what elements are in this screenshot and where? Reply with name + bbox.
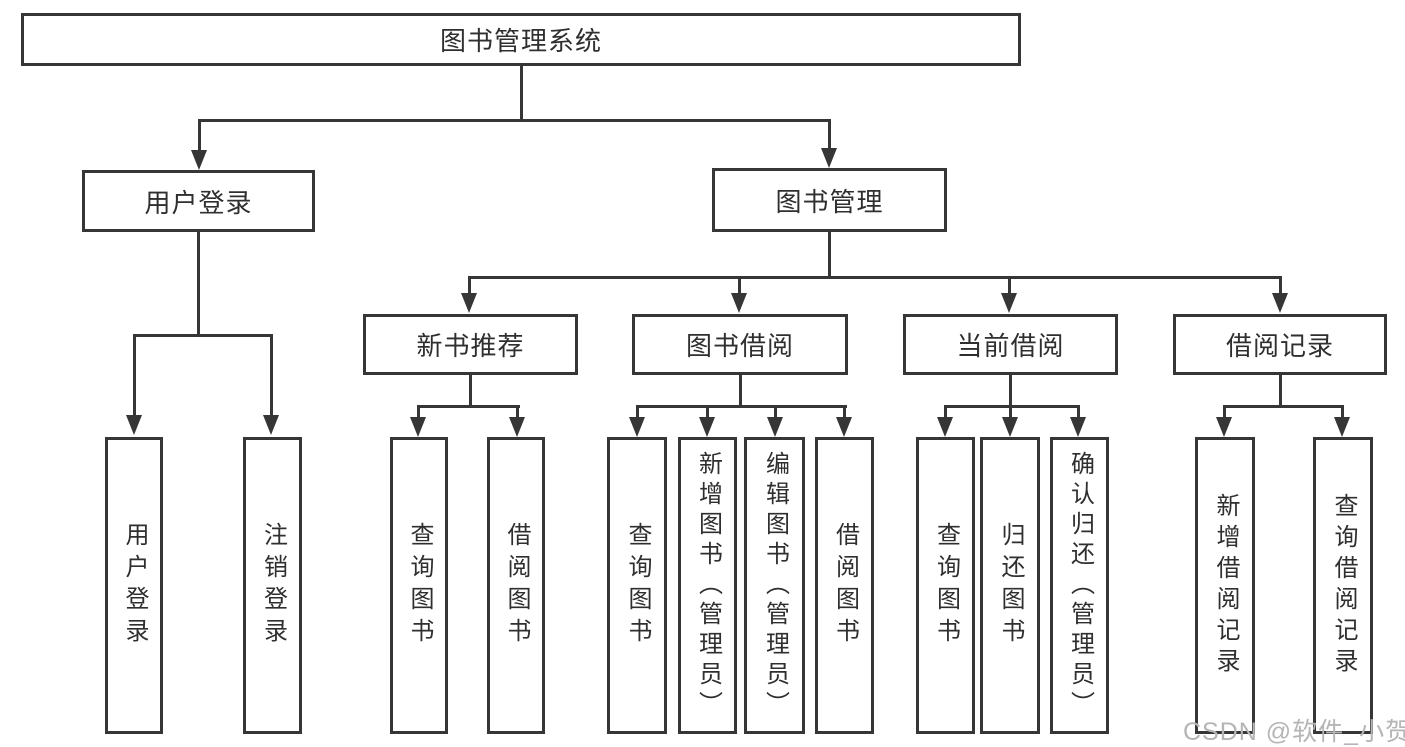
- connector-line: [739, 375, 742, 408]
- connector-line: [197, 232, 200, 337]
- leaf-label: 新增借阅记录: [1212, 492, 1239, 679]
- node-label: 借阅记录: [1225, 331, 1334, 361]
- leaf-user-login: 用户登录: [105, 437, 163, 734]
- node-book-management: 图书管理: [712, 168, 947, 232]
- connector-line: [417, 405, 520, 408]
- leaf-label: 借阅图书: [831, 521, 859, 650]
- connector-line: [828, 232, 831, 278]
- node-root: 图书管理系统: [21, 13, 1021, 66]
- connector-line: [1279, 375, 1282, 408]
- connector-line: [843, 405, 846, 419]
- leaf-label: 用户登录: [121, 521, 148, 650]
- arrowhead-down-icon: [1334, 417, 1350, 437]
- arrowhead-down-icon: [1216, 417, 1232, 437]
- node-new-book-recommend: 新书推荐: [363, 314, 578, 375]
- leaf-label: 确认归还（管理员）: [1066, 450, 1094, 721]
- connector-line: [1341, 405, 1344, 419]
- node-user-login: 用户登录: [82, 170, 315, 232]
- arrowhead-down-icon: [1272, 293, 1288, 313]
- arrowhead-down-icon: [1001, 293, 1017, 313]
- arrowhead-down-icon: [126, 415, 142, 435]
- node-label: 当前借阅: [956, 331, 1065, 361]
- leaf-borrow-books-1: 借阅图书: [487, 437, 545, 734]
- connector-line: [738, 276, 741, 295]
- node-root-label: 图书管理系统: [439, 26, 602, 56]
- connector-line: [1077, 405, 1080, 419]
- leaf-label: 新增图书（管理员）: [694, 450, 722, 721]
- leaf-confirm-return-admin: 确认归还（管理员）: [1050, 437, 1109, 734]
- leaf-label: 编辑图书（管理员）: [761, 450, 789, 721]
- leaf-label: 查询图书: [624, 521, 651, 650]
- leaf-label: 查询图书: [406, 521, 433, 650]
- connector-line: [774, 405, 777, 419]
- arrowhead-down-icon: [509, 417, 525, 437]
- connector-line: [469, 375, 472, 408]
- node-borrow-records: 借阅记录: [1173, 314, 1387, 375]
- leaf-borrow-books-2: 借阅图书: [815, 437, 874, 734]
- arrowhead-down-icon: [937, 417, 953, 437]
- leaf-add-books-admin: 新增图书（管理员）: [678, 437, 737, 734]
- arrowhead-down-icon: [461, 293, 477, 313]
- connector-line: [944, 405, 1080, 408]
- arrowhead-down-icon: [821, 148, 837, 168]
- leaf-label: 借阅图书: [503, 521, 530, 650]
- arrowhead-down-icon: [699, 417, 715, 437]
- leaf-edit-books-admin: 编辑图书（管理员）: [744, 437, 805, 734]
- connector-line: [944, 405, 947, 419]
- arrowhead-down-icon: [629, 417, 645, 437]
- leaf-add-borrow-record: 新增借阅记录: [1195, 437, 1255, 734]
- arrowhead-down-icon: [731, 293, 747, 313]
- csdn-watermark: CSDN @软件_小贺同学: [1183, 718, 1405, 746]
- arrowhead-down-icon: [410, 417, 426, 437]
- leaf-label: 归还图书: [997, 521, 1024, 650]
- leaf-return-books: 归还图书: [980, 437, 1040, 734]
- connector-line: [516, 405, 519, 419]
- connector-line: [1008, 276, 1011, 295]
- arrowhead-down-icon: [1002, 417, 1018, 437]
- node-book-borrowing: 图书借阅: [632, 314, 848, 375]
- leaf-label: 查询借阅记录: [1330, 492, 1357, 679]
- node-current-borrowing: 当前借阅: [903, 314, 1118, 375]
- connector-line: [270, 334, 273, 417]
- arrowhead-down-icon: [1070, 417, 1086, 437]
- leaf-label: 查询图书: [932, 521, 960, 650]
- connector-line: [1223, 405, 1226, 419]
- connector-line: [520, 66, 523, 121]
- connector-line: [417, 405, 420, 419]
- connector-line: [1009, 405, 1012, 419]
- connector-line: [1279, 276, 1282, 295]
- arrowhead-down-icon: [263, 415, 279, 435]
- node-label: 图书管理: [775, 186, 884, 217]
- node-label: 新书推荐: [416, 331, 525, 361]
- node-label: 用户登录: [144, 187, 253, 218]
- connector-line: [636, 405, 639, 419]
- arrowhead-down-icon: [191, 150, 207, 170]
- connector-line: [1009, 375, 1012, 408]
- connector-line: [468, 276, 471, 295]
- connector-line: [198, 119, 201, 152]
- connector-line: [133, 334, 273, 337]
- arrowhead-down-icon: [767, 417, 783, 437]
- leaf-query-borrow-record: 查询借阅记录: [1313, 437, 1373, 734]
- arrowhead-down-icon: [836, 417, 852, 437]
- leaf-query-books-1: 查询图书: [390, 437, 448, 734]
- connector-line: [636, 405, 847, 408]
- leaf-query-books-2: 查询图书: [607, 437, 667, 734]
- connector-line: [706, 405, 709, 419]
- leaf-query-books-3: 查询图书: [916, 437, 975, 734]
- connector-line: [468, 276, 1282, 279]
- connector-line: [133, 334, 136, 417]
- connector-line: [828, 119, 831, 150]
- node-label: 图书借阅: [685, 331, 794, 361]
- leaf-label: 注销登录: [259, 521, 287, 650]
- leaf-logout: 注销登录: [243, 437, 302, 734]
- connector-line: [198, 119, 831, 122]
- connector-line: [1223, 405, 1344, 408]
